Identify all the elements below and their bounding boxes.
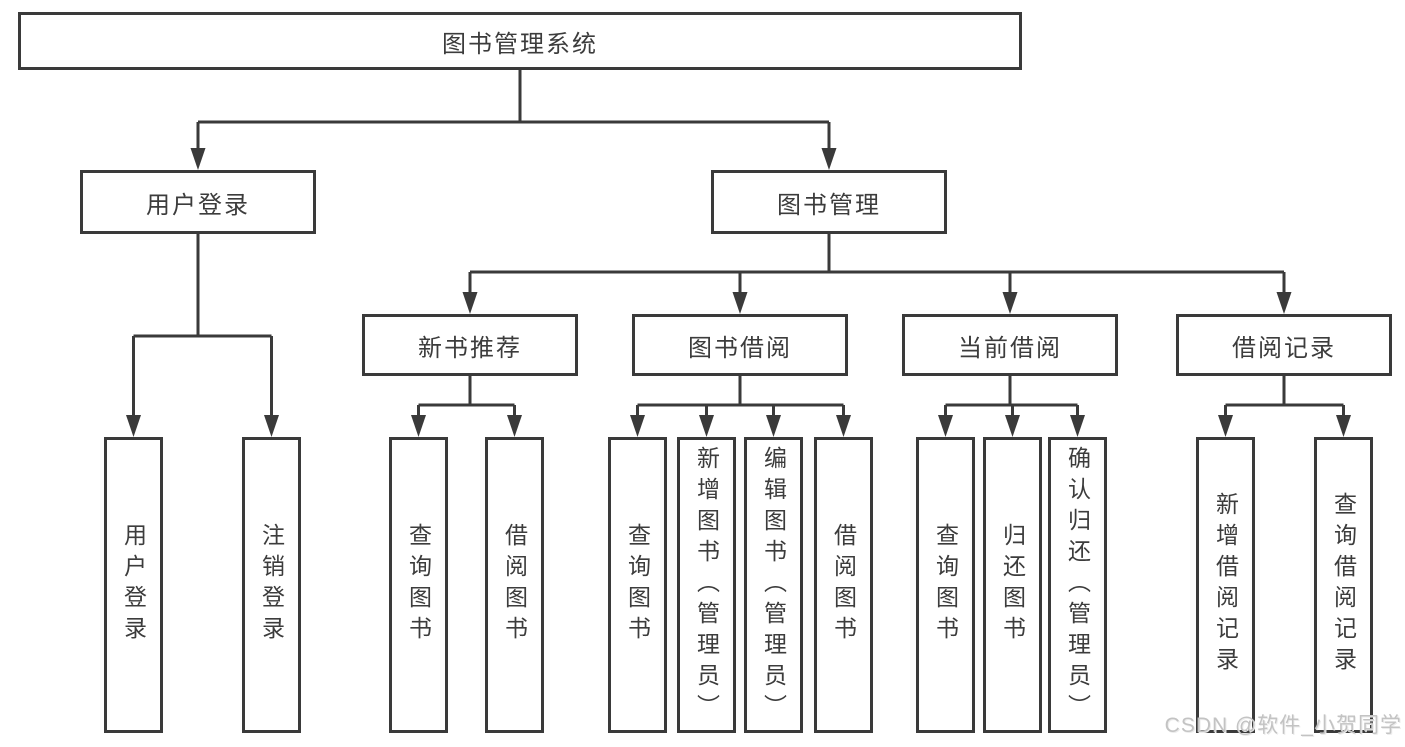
leaf-query-books-borrowing: 查询图书 xyxy=(608,437,667,733)
arrowhead xyxy=(190,148,206,170)
node-new-book-recommend: 新书推荐 xyxy=(362,314,578,376)
arrowhead xyxy=(630,415,645,437)
arrowhead xyxy=(938,415,953,437)
leaf-borrow-books: 借阅图书 xyxy=(814,437,873,733)
node-book-management: 图书管理 xyxy=(711,170,947,234)
arrowhead xyxy=(264,415,279,437)
leaf-label: 注销登录 xyxy=(258,523,285,647)
arrowhead xyxy=(507,415,522,437)
leaf-label: 查询图书 xyxy=(405,523,432,647)
arrowhead xyxy=(462,292,478,314)
node-label: 借阅记录 xyxy=(1232,334,1336,362)
leaf-label: 查询图书 xyxy=(624,523,651,647)
arrowhead xyxy=(1002,292,1018,314)
arrowhead xyxy=(732,292,748,314)
arrowhead xyxy=(836,415,851,437)
node-label: 图书借阅 xyxy=(688,334,792,362)
leaf-edit-books-admin: 编辑图书（管理员） xyxy=(744,437,803,733)
arrowhead xyxy=(411,415,426,437)
leaf-label: 借阅图书 xyxy=(830,523,857,647)
node-label: 图书管理系统 xyxy=(442,30,598,58)
arrowhead xyxy=(821,148,837,170)
node-label: 当前借阅 xyxy=(958,334,1062,362)
leaf-label: 确认归还（管理员） xyxy=(1064,445,1091,725)
arrowhead xyxy=(1005,415,1020,437)
leaf-label: 查询借阅记录 xyxy=(1330,492,1357,678)
node-book-borrowing: 图书借阅 xyxy=(632,314,848,376)
leaf-query-borrow-record: 查询借阅记录 xyxy=(1314,437,1373,733)
node-label: 新书推荐 xyxy=(418,334,522,362)
leaf-label: 编辑图书（管理员） xyxy=(760,445,787,725)
leaf-label: 借阅图书 xyxy=(501,523,528,647)
arrowhead xyxy=(1218,415,1233,437)
arrowhead xyxy=(766,415,781,437)
tree-edges xyxy=(132,70,1345,420)
node-library-management-system: 图书管理系统 xyxy=(18,12,1022,70)
csdn-watermark: CSDN @软件_小贺同学 xyxy=(1164,714,1402,737)
leaf-label: 新增图书（管理员） xyxy=(693,445,720,725)
leaf-label: 新增借阅记录 xyxy=(1212,492,1239,678)
leaf-label: 归还图书 xyxy=(999,523,1026,647)
leaf-add-books-admin: 新增图书（管理员） xyxy=(677,437,736,733)
leaf-logout: 注销登录 xyxy=(242,437,301,733)
leaf-query-books-recommend: 查询图书 xyxy=(389,437,448,733)
leaf-add-borrow-record: 新增借阅记录 xyxy=(1196,437,1255,733)
leaf-label: 用户登录 xyxy=(120,523,147,647)
leaf-return-books: 归还图书 xyxy=(983,437,1042,733)
node-borrowing-records: 借阅记录 xyxy=(1176,314,1392,376)
arrowhead xyxy=(1276,292,1292,314)
arrowhead xyxy=(699,415,714,437)
node-current-borrowing: 当前借阅 xyxy=(902,314,1118,376)
leaf-borrow-books-recommend: 借阅图书 xyxy=(485,437,544,733)
node-label: 用户登录 xyxy=(146,191,250,219)
leaf-user-login: 用户登录 xyxy=(104,437,163,733)
arrowhead xyxy=(1336,415,1351,437)
node-user-login: 用户登录 xyxy=(80,170,316,234)
arrowhead xyxy=(126,415,141,437)
leaf-query-books-current: 查询图书 xyxy=(916,437,975,733)
arrowhead xyxy=(1070,415,1085,437)
leaf-label: 查询图书 xyxy=(932,523,959,647)
leaf-confirm-return-admin: 确认归还（管理员） xyxy=(1048,437,1107,733)
node-label: 图书管理 xyxy=(777,191,881,219)
arrowheads xyxy=(126,148,1351,437)
